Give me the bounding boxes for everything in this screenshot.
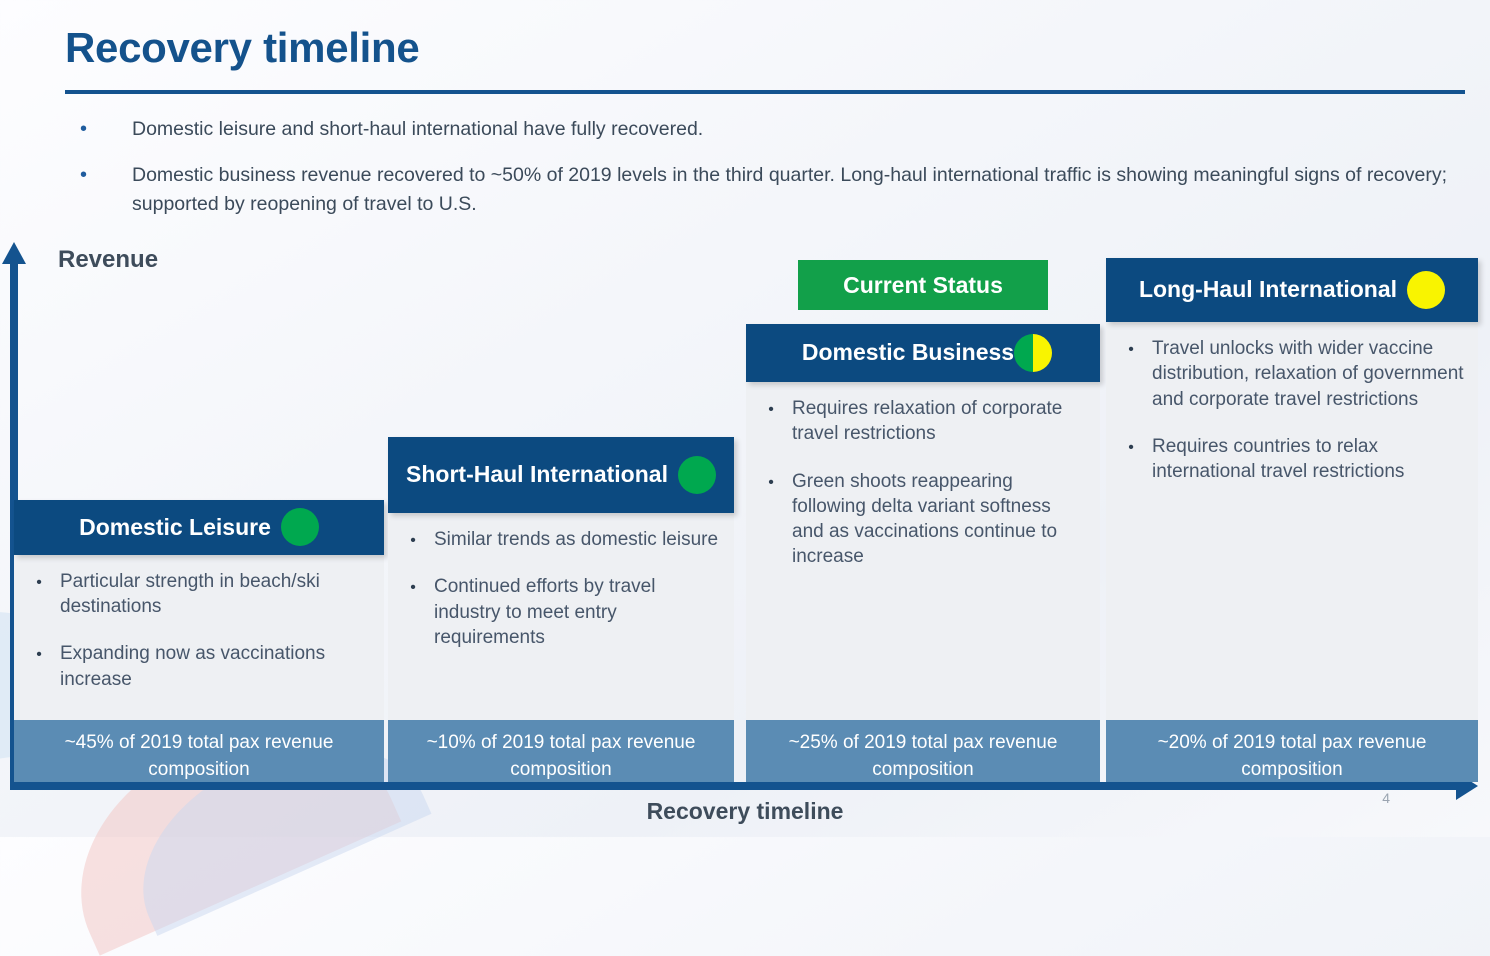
x-axis-label: Recovery timeline	[646, 798, 844, 824]
list-item: • Particular strength in beach/ski desti…	[18, 569, 370, 620]
column-title: Domestic Leisure	[79, 513, 271, 540]
column-footer: ~20% of 2019 total pax revenue compositi…	[1106, 720, 1478, 782]
list-item: • Similar trends as domestic leisure	[392, 527, 720, 552]
column-body: • Particular strength in beach/ski desti…	[14, 554, 384, 720]
column-bullet-text: Particular strength in beach/ski destina…	[60, 570, 320, 618]
column-title: Long-Haul International	[1138, 276, 1398, 303]
column-bullet-text: Requires countries to relax internationa…	[1152, 435, 1405, 483]
column-footer: ~10% of 2019 total pax revenue compositi…	[388, 720, 734, 782]
column-header: Short-Haul International	[388, 437, 734, 513]
intro-bullet-text: Domestic leisure and short-haul internat…	[132, 118, 704, 140]
column-bullet-text: Travel unlocks with wider vaccine distri…	[1152, 338, 1464, 410]
bullet-dot-icon: •	[768, 473, 774, 491]
list-item: • Expanding now as vaccinations increase	[18, 641, 370, 692]
list-item: • Requires countries to relax internatio…	[1110, 434, 1464, 485]
intro-bullet-text: Domestic business revenue recovered to ~…	[132, 164, 1448, 215]
column-footer: ~45% of 2019 total pax revenue compositi…	[14, 720, 384, 782]
bullet-dot-icon: •	[36, 646, 42, 664]
bullet-dot-icon: •	[410, 579, 416, 597]
yellow-circle-icon	[1407, 271, 1446, 309]
page-title: Recovery timeline	[65, 24, 420, 71]
column-body: • Requires relaxation of corporate trave…	[746, 382, 1100, 720]
column-title: Short-Haul International	[406, 461, 668, 488]
status-badge: Current Status	[798, 260, 1048, 310]
column-header: Domestic Business	[746, 324, 1100, 382]
column-body: • Travel unlocks with wider vaccine dist…	[1106, 322, 1478, 720]
list-item: • Continued efforts by travel industry t…	[392, 574, 720, 650]
column-title: Domestic Business	[801, 339, 1015, 366]
bullet-dot-icon: •	[1128, 341, 1134, 358]
title-divider	[65, 90, 1465, 94]
column-long-haul-international: Long-Haul International • Travel unlocks…	[1106, 258, 1478, 782]
bullet-dot-icon: •	[410, 532, 416, 549]
column-domestic-leisure: Domestic Leisure • Particular strength i…	[14, 500, 384, 782]
column-bullet-text: Similar trends as domestic leisure	[434, 529, 719, 550]
half-green-yellow-circle-icon	[1014, 334, 1053, 372]
column-footer: ~25% of 2019 total pax revenue compositi…	[746, 720, 1100, 782]
column-short-haul-international: Short-Haul International • Similar trend…	[388, 437, 734, 782]
list-item: • Domestic business revenue recovered to…	[80, 161, 1470, 218]
bullet-dot-icon: •	[768, 401, 774, 418]
list-item: • Green shoots reappearing following del…	[750, 469, 1086, 570]
column-bullet-text: Green shoots reappearing following delta…	[792, 470, 1058, 568]
list-item: • Travel unlocks with wider vaccine dist…	[1110, 336, 1464, 412]
bullet-dot-icon: •	[1128, 438, 1134, 456]
green-circle-icon	[677, 456, 716, 494]
column-domestic-business: Domestic Business • Requires relaxation …	[746, 324, 1100, 782]
bullet-dot-icon: •	[80, 164, 88, 187]
column-header: Domestic Leisure	[14, 500, 384, 555]
column-body: • Similar trends as domestic leisure • C…	[388, 513, 734, 720]
bullet-dot-icon: •	[80, 118, 88, 140]
column-header: Long-Haul International	[1106, 258, 1478, 322]
bullet-dot-icon: •	[36, 573, 42, 591]
intro-bullet-list: • Domestic leisure and short-haul intern…	[80, 115, 1470, 236]
y-axis-label: Revenue	[58, 246, 159, 273]
column-bullet-text: Requires relaxation of corporate travel …	[792, 398, 1063, 445]
list-item: • Requires relaxation of corporate trave…	[750, 396, 1086, 447]
x-axis-line	[10, 782, 1460, 790]
column-bullet-text: Continued efforts by travel industry to …	[434, 576, 656, 648]
list-item: • Domestic leisure and short-haul intern…	[80, 115, 1470, 143]
green-circle-icon	[280, 508, 319, 547]
column-bullet-text: Expanding now as vaccinations increase	[60, 643, 326, 690]
page-number: 4	[1382, 790, 1390, 806]
